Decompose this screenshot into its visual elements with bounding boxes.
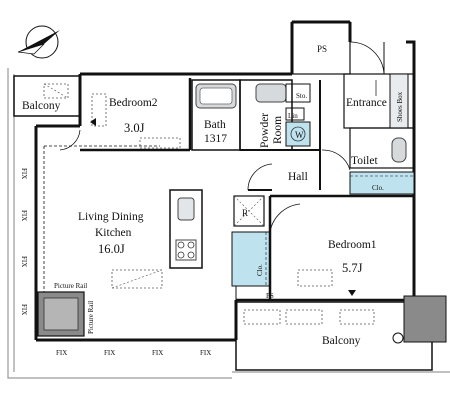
powder-label-2: Room <box>272 116 284 144</box>
arrow-icon <box>348 290 356 296</box>
picture-rail-v: Picture Rail <box>87 301 95 334</box>
fix-left-1: FIX <box>20 168 28 179</box>
fix-left-4: FIX <box>20 304 28 315</box>
ps-bottom-label: PS <box>266 292 274 300</box>
arrow-icon <box>90 118 96 126</box>
toilet: Toilet Clo. <box>321 127 415 195</box>
powder-label-1: Powder <box>259 113 271 148</box>
fix-left-3: FIX <box>20 256 28 267</box>
bath-size: 1317 <box>204 133 227 145</box>
living-dining-kitchen: Living Dining Kitchen 16.0J <box>43 145 163 336</box>
kitchen-island <box>169 189 203 269</box>
bedroom1: Bedroom1 5.7J <box>268 194 414 300</box>
bath-label: Bath <box>204 119 226 131</box>
ps-bottom: PS <box>235 285 274 301</box>
north-arrow-icon <box>17 25 60 59</box>
fix-bottom-2: FIX <box>104 349 115 357</box>
balcony-top-label: Balcony <box>22 100 61 112</box>
lin-label: Lin <box>288 112 298 120</box>
fix-labels-left: FIX FIX FIX FIX <box>20 168 28 315</box>
picture-rail-area: Picture Rail Picture Rail <box>37 282 95 337</box>
refrigerator: R <box>233 195 265 227</box>
living-area: 16.0J <box>98 242 125 256</box>
outer-perimeter <box>7 68 450 379</box>
balcony-top: Balcony <box>13 75 81 117</box>
picture-rail-h: Picture Rail <box>54 282 87 290</box>
entrance: Entrance Shoes Box <box>343 73 415 129</box>
fix-labels-bottom: FIX FIX FIX FIX <box>56 349 211 357</box>
bedroom1-area: 5.7J <box>342 261 363 275</box>
washer-label: W <box>295 130 304 140</box>
powder-room: Powder Room Sto. Lin W <box>239 79 321 190</box>
entrance-door[interactable] <box>349 41 385 75</box>
bath: Bath 1317 <box>191 79 241 151</box>
clo-vertical-label: Clo. <box>256 264 264 276</box>
hall: Hall <box>247 163 308 191</box>
bedroom2: Bedroom2 3.0J <box>59 78 192 152</box>
bedroom2-area: 3.0J <box>124 121 145 135</box>
balcony-bottom-label: Balcony <box>322 335 361 347</box>
sto-label: Sto. <box>296 92 307 100</box>
fix-bottom-4: FIX <box>200 349 211 357</box>
ps-top: PS <box>291 21 351 75</box>
r-label: R <box>242 208 248 218</box>
living-label-2: Kitchen <box>95 227 132 239</box>
fix-left-2: FIX <box>20 210 28 221</box>
hall-label: Hall <box>288 171 308 183</box>
bedroom2-label: Bedroom2 <box>109 97 158 109</box>
shoes-box-label: Shoes Box <box>396 91 404 122</box>
fix-bottom-3: FIX <box>152 349 163 357</box>
ps-top-label: PS <box>317 44 327 54</box>
balcony-bottom: Balcony <box>235 295 447 371</box>
entrance-label: Entrance <box>346 97 387 109</box>
closet-vertical: Clo. <box>231 231 271 287</box>
bedroom1-label: Bedroom1 <box>328 239 377 251</box>
toilet-label: Toilet <box>351 155 378 167</box>
fix-bottom-1: FIX <box>56 349 67 357</box>
clo-toilet-label: Clo. <box>372 184 384 192</box>
living-label-1: Living Dining <box>78 211 144 223</box>
